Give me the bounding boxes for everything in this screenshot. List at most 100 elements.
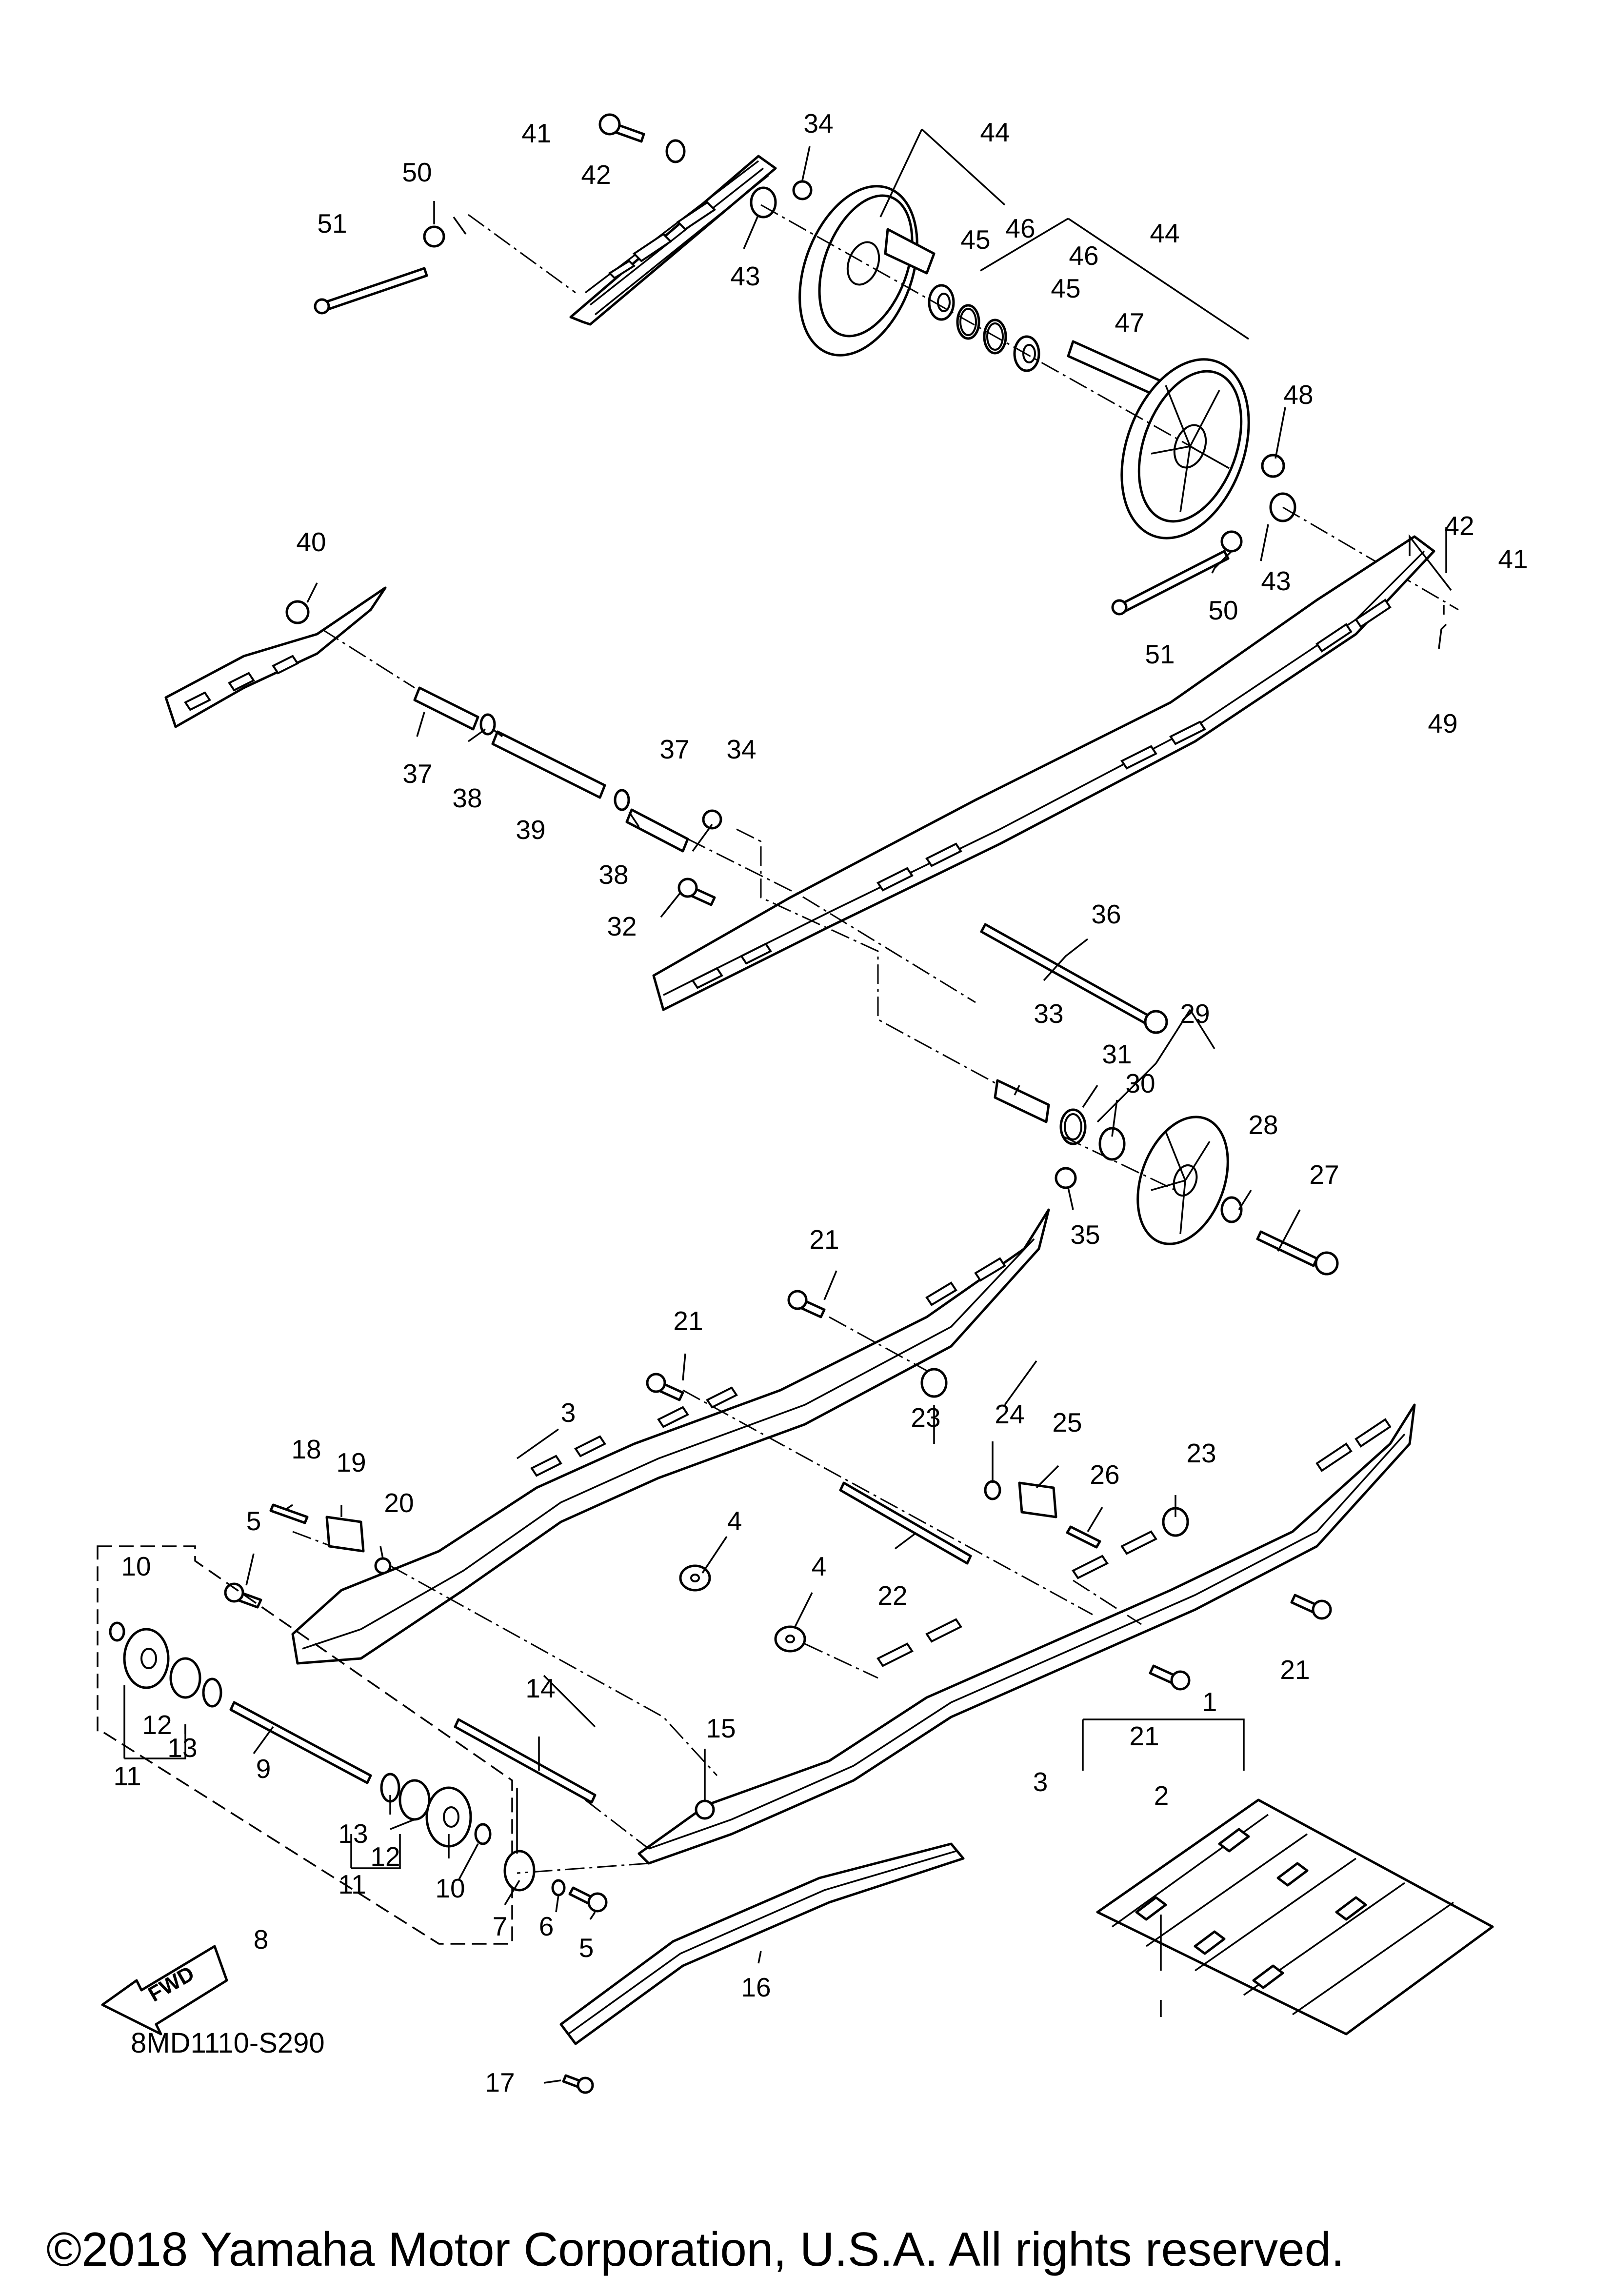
rear-idler-wheel-left [798,185,936,357]
callout-49: 49 [1428,708,1457,739]
callout-45: 45 [1051,273,1080,303]
callout-8: 8 [254,1924,269,1955]
bolt-36 [980,923,1168,1034]
cap-7 [503,1850,536,1892]
slide-16 [559,1842,965,2045]
callout-13: 13 [167,1733,197,1763]
washer-24 [984,1480,1001,1500]
callout-3: 3 [561,1398,576,1428]
callout-47: 47 [1115,307,1144,338]
callout-39: 39 [516,815,545,845]
bolt-21c [1290,1594,1332,1620]
nut-35 [1055,1167,1077,1189]
bolt-21b [646,1373,684,1401]
rail-3-right [637,1403,1416,1865]
shaft-22 [839,1481,972,1565]
block-25 [1018,1481,1057,1518]
bolt-5a [224,1582,262,1609]
copyright-notice: ©2018 Yamaha Motor Corporation, U.S.A. A… [46,2222,1344,2276]
callout-23: 23 [911,1402,940,1433]
callout-48: 48 [1283,379,1313,410]
callout-51: 51 [1145,639,1175,669]
callout-44: 44 [1150,218,1179,248]
wheel-29 [1136,1116,1229,1245]
nut-50a [423,225,445,248]
callout-5: 5 [579,1933,594,1963]
shaft-14 [454,1718,597,1804]
callout-24: 24 [995,1399,1024,1429]
callout-numbers: 41 42 34 44 50 51 43 45 46 44 46 45 47 4… [113,108,1528,2097]
nut-34b [702,809,722,830]
callout-16: 16 [741,1972,771,2002]
centerline-lower [292,1316,1142,1874]
callout-37: 37 [659,734,689,764]
callout-44: 44 [980,117,1010,147]
callout-14: 14 [525,1673,555,1703]
nut-20 [374,1557,392,1575]
callout-34: 34 [726,734,756,764]
callout-22: 22 [877,1580,907,1611]
callout-30: 30 [1125,1068,1155,1098]
callout-33: 33 [1034,998,1063,1029]
callout-20: 20 [384,1488,414,1518]
collar-23a [920,1368,948,1398]
callout-3: 3 [1033,1767,1048,1797]
rail-left-upper [164,586,387,728]
callout-50: 50 [402,157,432,187]
callout-40: 40 [296,527,326,557]
callout-35: 35 [1070,1219,1100,1250]
bolt-32 [677,878,716,906]
callout-45: 45 [960,224,990,255]
callout-2: 2 [1154,1780,1169,1811]
callout-42: 42 [1444,511,1474,541]
collar-43a [750,186,777,219]
nut-15 [695,1799,715,1820]
callout-21: 21 [1129,1721,1159,1751]
callout-26: 26 [1090,1459,1119,1490]
callout-29: 29 [1180,998,1210,1029]
callout-10: 10 [121,1551,151,1581]
callout-46: 46 [1005,213,1035,243]
callout-27: 27 [1309,1159,1339,1190]
centerline-top [468,204,1459,611]
callout-12: 12 [142,1710,172,1740]
collar-37b [625,808,689,853]
bolt-26 [1066,1525,1101,1549]
bolt-5b [568,1886,608,1913]
upper-rail-segment [569,155,777,326]
bolt-21d [1149,1664,1191,1691]
fwd-arrow: FWD [101,1945,228,2036]
callout-41: 41 [521,118,551,148]
callout-18: 18 [291,1434,321,1464]
nut-34a [792,180,813,200]
callout-43: 43 [1261,566,1291,596]
callout-7: 7 [493,1911,508,1941]
shaft-39 [491,730,606,799]
callout-41: 41 [1498,544,1528,574]
bolt-27 [1256,1230,1339,1276]
washer-42a [665,139,686,163]
callout-46: 46 [1069,240,1098,271]
callout-11: 11 [338,1869,366,1899]
oring-38b [614,789,630,811]
callout-13: 13 [338,1818,368,1849]
callout-21: 21 [809,1224,839,1255]
track-1 [1096,1798,1494,2036]
screw-17 [562,2074,594,2094]
diagram-code: 8MD1110-S290 [131,2027,325,2059]
callout-38: 38 [598,859,628,890]
bolt-51a [314,267,428,315]
washer-28 [1220,1196,1243,1223]
callout-37: 37 [402,759,432,789]
callout-50: 50 [1208,595,1238,625]
callout-11: 11 [113,1761,141,1791]
callout-17: 17 [485,2067,515,2097]
nut-40 [285,600,310,624]
block-19 [325,1516,365,1553]
callout-34: 34 [803,108,833,139]
callout-23: 23 [1186,1438,1216,1468]
bolt-41a [598,113,645,143]
washer-4b [774,1625,806,1653]
ring-31 [1059,1108,1087,1145]
